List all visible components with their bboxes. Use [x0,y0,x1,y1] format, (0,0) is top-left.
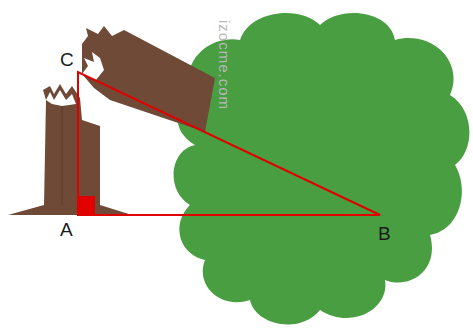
watermark: izocme.com [217,20,232,110]
tree-crown [174,13,470,324]
vertex-label: B [378,224,391,243]
vertex-label: C [60,50,74,69]
stump-edge [62,106,63,205]
vertex-label: A [60,220,73,239]
stump-splinters [46,90,76,106]
right-angle-mark [79,196,95,215]
broken-trunk-top [82,26,215,132]
tree-stump [8,84,132,215]
